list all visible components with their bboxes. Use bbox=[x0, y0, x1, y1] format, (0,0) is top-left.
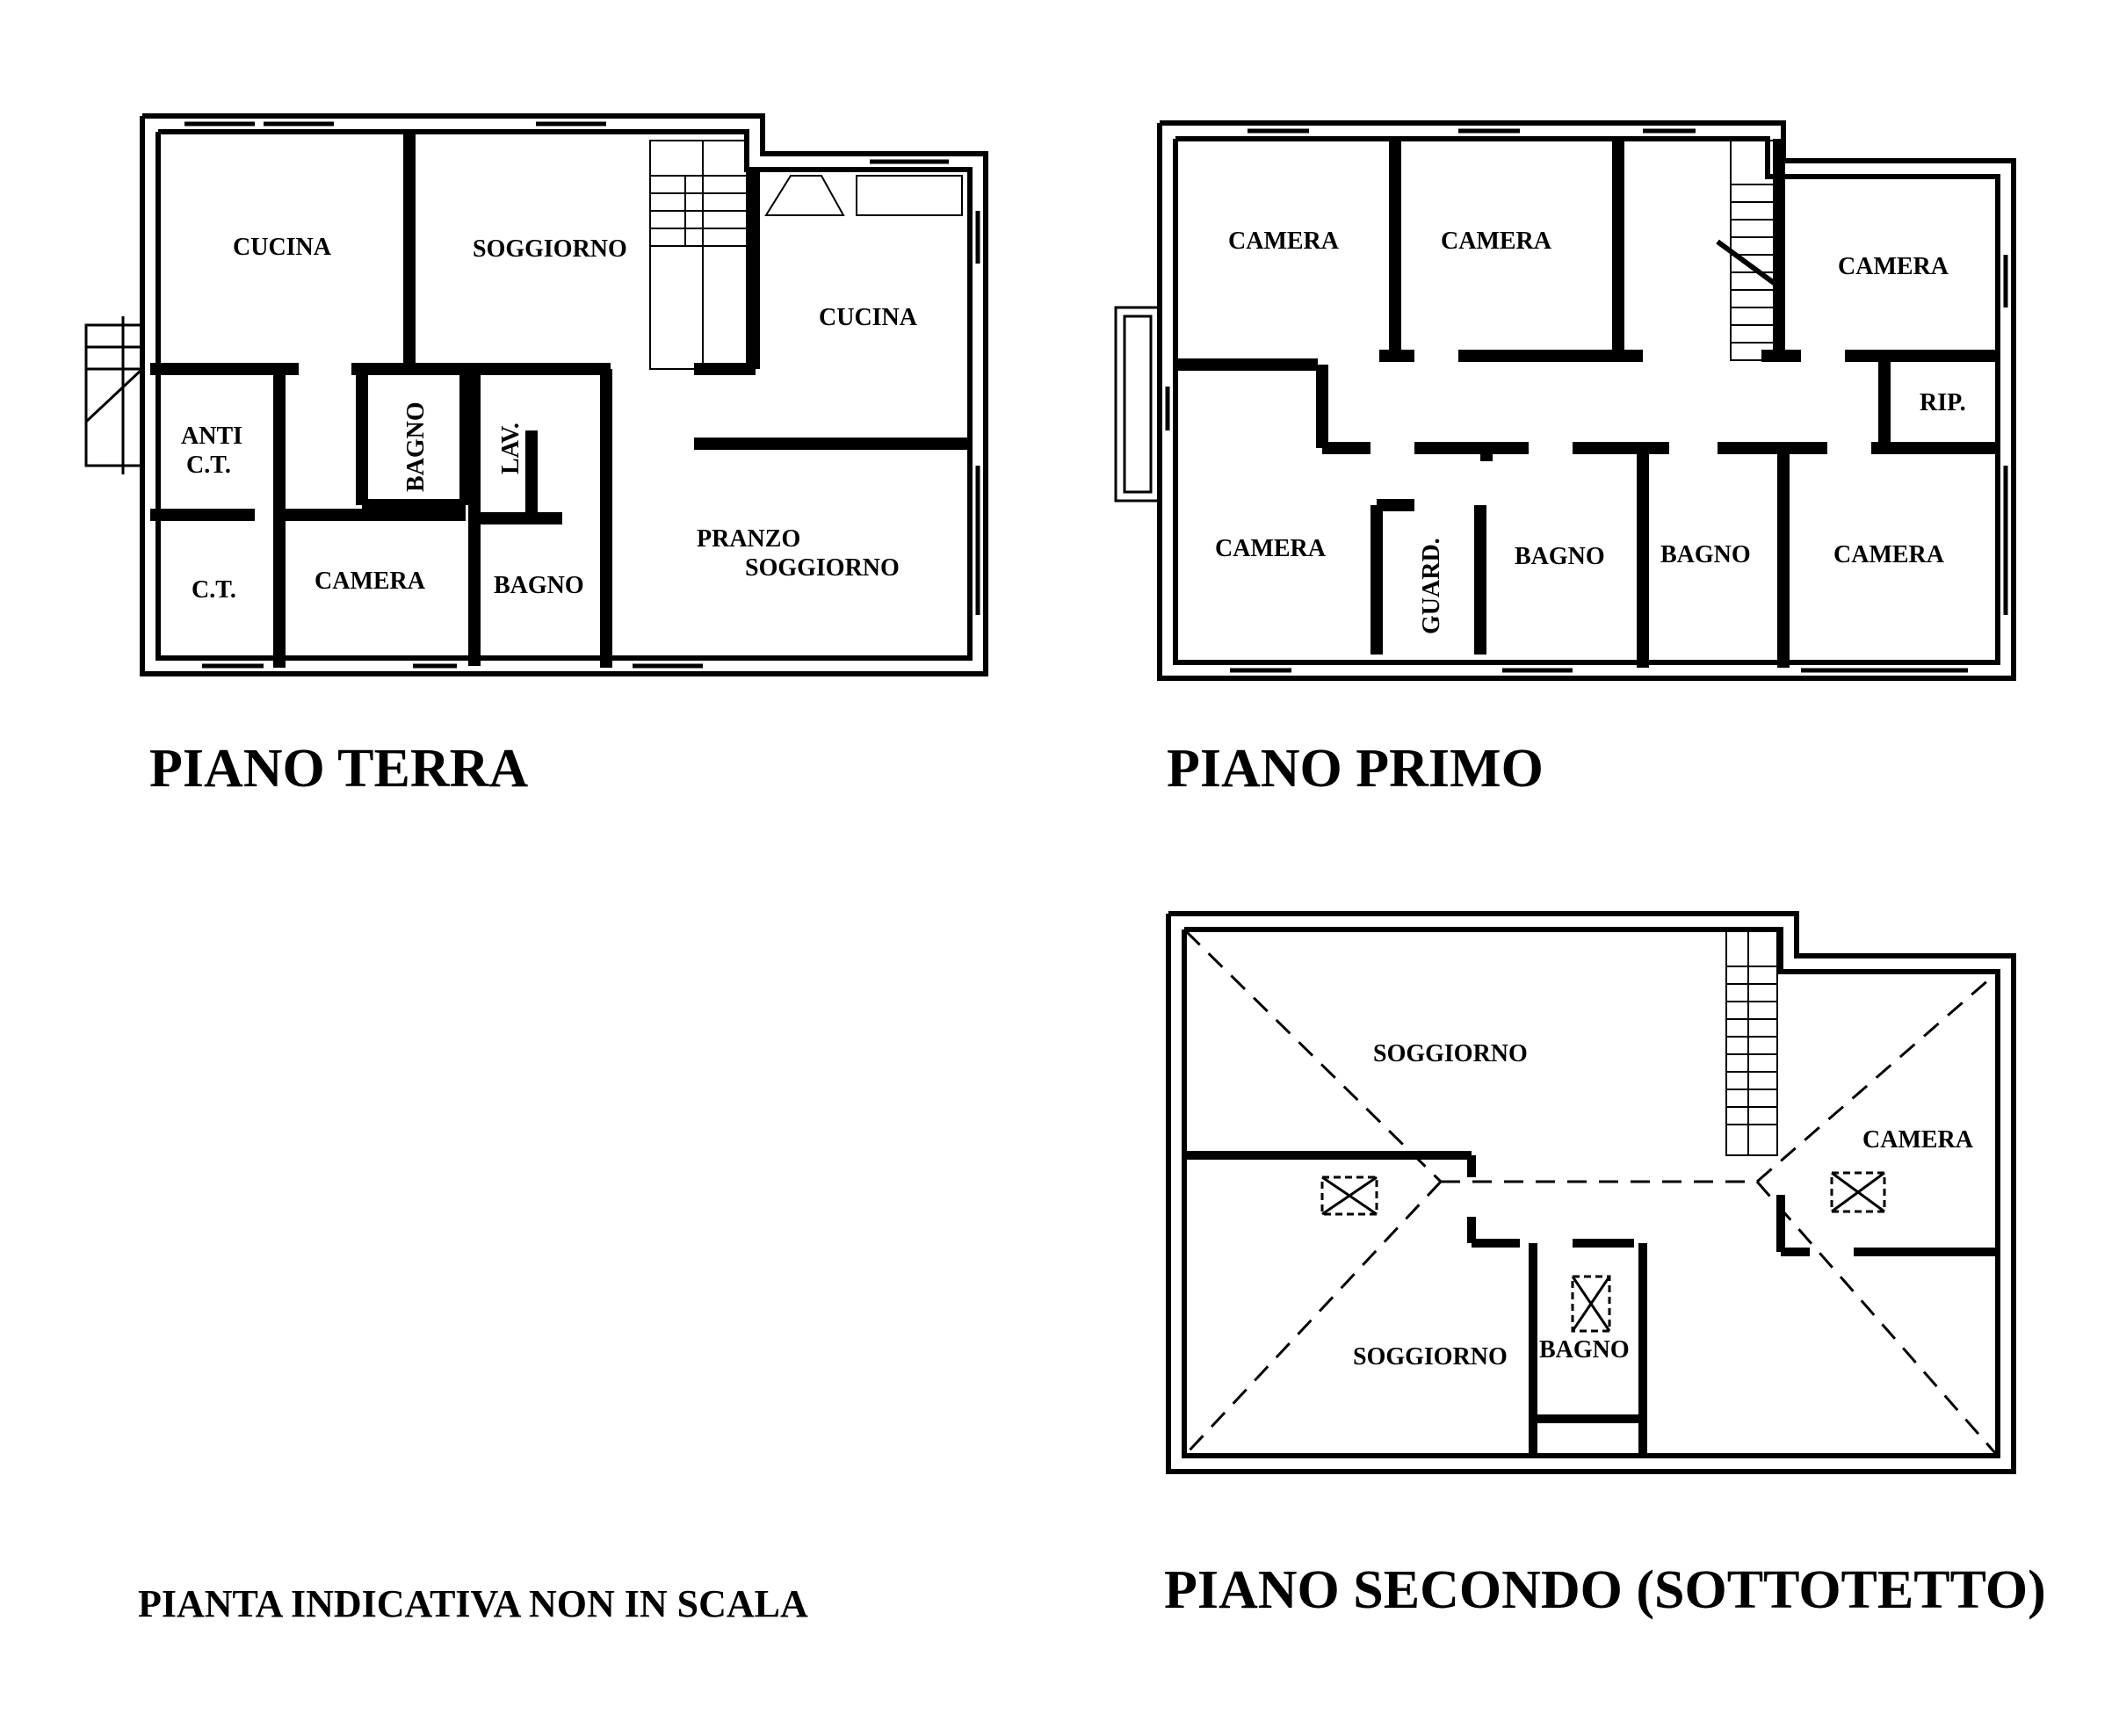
room-label-ct: C.T. bbox=[192, 576, 236, 604]
room-label-lav: LAV. bbox=[497, 423, 524, 474]
outer-walls bbox=[140, 113, 988, 676]
room-label-anti: ANTI bbox=[181, 423, 242, 450]
room-label-bagno: BAGNO bbox=[1660, 541, 1751, 568]
room-label-guard: GUARD. bbox=[1418, 538, 1445, 634]
room-label-cucina: CUCINA bbox=[233, 234, 332, 261]
roof-ridges bbox=[1184, 929, 1998, 1456]
plan-piano-primo bbox=[1114, 120, 2016, 681]
room-label-soggiorno: SOGGIORNO bbox=[1373, 1040, 1528, 1067]
floor-title-piano-secondo: PIANO SECONDO (SOTTOTETTO) bbox=[1164, 1560, 2046, 1620]
room-label-bagno: BAGNO bbox=[494, 572, 584, 599]
windows bbox=[184, 121, 980, 669]
room-label-camera: CAMERA bbox=[1228, 228, 1340, 255]
room-label-bagno: BAGNO bbox=[1539, 1336, 1630, 1363]
room-labels-secondo: SOGGIORNO CAMERA SOGGIORNO BAGNO bbox=[1353, 1040, 1974, 1371]
room-label-camera: CAMERA bbox=[1833, 541, 1945, 568]
room-label-cucina: CUCINA bbox=[819, 304, 918, 331]
room-labels-terra: CUCINA SOGGIORNO CUCINA ANTI C.T. BAGNO … bbox=[181, 234, 918, 604]
plan-piano-terra bbox=[84, 113, 988, 676]
skylights bbox=[1320, 1171, 1886, 1333]
room-label-camera: CAMERA bbox=[1838, 253, 1949, 280]
room-label-bagno: BAGNO bbox=[402, 401, 430, 492]
kitchen-fixtures bbox=[764, 175, 963, 216]
external-stair bbox=[84, 316, 144, 474]
floor-title-piano-primo: PIANO PRIMO bbox=[1167, 739, 1544, 799]
plan-piano-secondo bbox=[1166, 911, 2016, 1474]
room-label-bagno: BAGNO bbox=[1515, 543, 1605, 570]
stairs-secondo bbox=[1725, 930, 1778, 1156]
windows bbox=[1165, 128, 2008, 673]
stairs-terra bbox=[649, 140, 748, 370]
interior-walls bbox=[1175, 139, 1998, 668]
room-labels-primo: CAMERA CAMERA CAMERA RIP. CAMERA GUARD. … bbox=[1215, 228, 1966, 634]
scale-disclaimer-note: PIANTA INDICATIVA NON IN SCALA bbox=[138, 1582, 808, 1625]
floor-title-piano-terra: PIANO TERRA bbox=[149, 739, 528, 799]
outer-walls bbox=[1157, 120, 2016, 681]
outer-walls bbox=[1166, 911, 2016, 1474]
interior-walls bbox=[1184, 1151, 1998, 1456]
room-label-anti-ct: C.T. bbox=[186, 452, 231, 479]
room-label-camera: CAMERA bbox=[315, 568, 426, 595]
stairs-primo bbox=[1716, 140, 1785, 361]
room-label-rip: RIP. bbox=[1920, 389, 1966, 416]
room-label-pranzo: PRANZO bbox=[697, 525, 800, 553]
balcony bbox=[1114, 306, 1161, 503]
room-label-camera: CAMERA bbox=[1862, 1126, 1974, 1154]
room-label-soggiorno: SOGGIORNO bbox=[473, 235, 627, 263]
room-label-pranzo-soggiorno: SOGGIORNO bbox=[745, 554, 900, 582]
room-label-camera: CAMERA bbox=[1441, 228, 1552, 255]
room-label-camera: CAMERA bbox=[1215, 535, 1327, 562]
room-label-soggiorno: SOGGIORNO bbox=[1353, 1343, 1508, 1371]
